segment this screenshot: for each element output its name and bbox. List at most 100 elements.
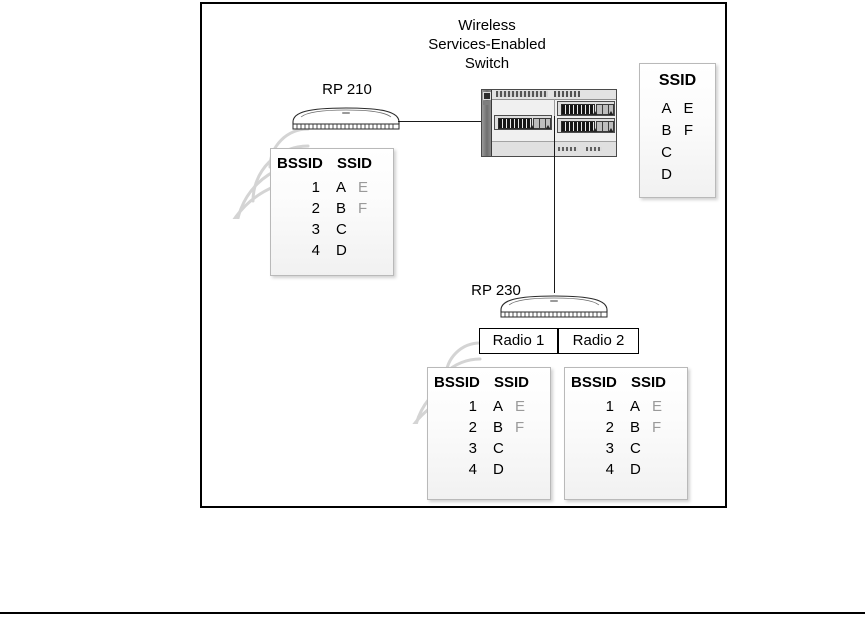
table-row: 3 C (565, 438, 687, 459)
column-header-ssid: SSID (630, 374, 666, 391)
switch-status-led-secondary (483, 101, 489, 105)
switch-ssid-box: SSID A E B F C D (639, 63, 716, 198)
cell-ssid-secondary: E (358, 179, 369, 196)
table-row: 2 B F (428, 417, 550, 438)
ssid-value-left: D (661, 166, 672, 183)
radio-tab-strip: Radio 1 Radio 2 (479, 328, 639, 354)
cell-ssid-secondary: E (652, 398, 663, 415)
switch-uplink-ports (596, 121, 614, 132)
table-row: 4 D (271, 240, 393, 261)
rp230-label: RP 230 (471, 282, 521, 299)
cell-bssid: 1 (468, 398, 477, 415)
table-row: 3 C (271, 219, 393, 240)
table-row: 1 A E (428, 396, 550, 417)
cell-ssid-primary: D (630, 461, 641, 478)
cell-ssid-secondary: F (515, 419, 525, 436)
access-point-icon-rp210 (292, 107, 400, 130)
cell-ssid-primary: A (630, 398, 641, 415)
rp230-radio1-bssid-ssid-table: BSSID SSID 1 A E 2 B F 3 C 4 D (427, 367, 551, 500)
switch-port-module-right-top (557, 101, 615, 116)
rp210-bssid-ssid-table: BSSID SSID 1 A E 2 B F 3 C 4 D (270, 148, 394, 276)
ssid-row: D (640, 164, 715, 186)
radio-tab-1[interactable]: Radio 1 (479, 328, 558, 354)
cell-ssid-secondary: F (652, 419, 662, 436)
switch-port-bank (561, 121, 595, 132)
rp210-label: RP 210 (322, 81, 372, 98)
cell-ssid-primary: C (493, 440, 504, 457)
switch-model-mark (554, 91, 580, 97)
ssid-value-right: E (683, 100, 694, 117)
cell-bssid: 1 (605, 398, 614, 415)
cell-ssid-secondary (358, 240, 390, 261)
diagram-frame: Wireless Services-Enabled Switch RP 210 (200, 2, 727, 508)
cell-ssid-secondary (652, 438, 684, 459)
table-header-row: BSSID SSID (428, 374, 550, 391)
table-row: 2 B F (271, 198, 393, 219)
ssid-row: C (640, 142, 715, 164)
switch-uplink-ports (596, 104, 614, 115)
cell-bssid: 2 (605, 419, 614, 436)
column-header-bssid: BSSID (571, 374, 617, 391)
switch-title-line-1: Wireless (458, 17, 516, 34)
cell-bssid: 4 (468, 461, 477, 478)
switch-indicator-triangle (608, 111, 614, 115)
link-rp210-to-switch (398, 121, 482, 122)
table-header-row: BSSID SSID (271, 155, 393, 172)
link-switch-to-rp230 (554, 116, 555, 293)
access-point-icon-rp230 (500, 295, 608, 318)
switch-indicator-triangle (529, 125, 535, 129)
cell-ssid-primary: A (336, 179, 347, 196)
ssid-value-left: A (661, 100, 672, 117)
cell-ssid-secondary (515, 459, 547, 480)
ssid-value-right: F (683, 122, 694, 139)
cell-bssid: 1 (311, 179, 320, 196)
column-header-bssid: BSSID (434, 374, 480, 391)
cell-bssid: 4 (605, 461, 614, 478)
ssid-box-title: SSID (658, 72, 697, 89)
cell-ssid-primary: C (336, 221, 347, 238)
table-row: 2 B F (565, 417, 687, 438)
cell-bssid: 4 (311, 242, 320, 259)
cell-bssid: 2 (311, 200, 320, 217)
ssid-value-right (678, 164, 700, 186)
switch-port-module-right-bottom (557, 118, 615, 133)
switch-chassis-face (492, 90, 616, 156)
switch-port-bank (561, 104, 595, 115)
ssid-row: B F (640, 120, 715, 142)
switch-footer-mark (586, 147, 602, 151)
cell-ssid-secondary (652, 459, 684, 480)
switch-side-rail (482, 90, 492, 156)
cell-ssid-secondary: F (358, 200, 368, 217)
cell-ssid-primary: D (493, 461, 504, 478)
table-header-row: BSSID SSID (565, 374, 687, 391)
switch-indicator-triangle (608, 128, 614, 132)
switch-indicator-triangle (545, 125, 551, 129)
cell-ssid-primary: D (336, 242, 347, 259)
cell-bssid: 3 (605, 440, 614, 457)
column-header-ssid: SSID (493, 374, 529, 391)
table-row: 1 A E (271, 177, 393, 198)
ssid-row: A E (640, 98, 715, 120)
column-header-bssid: BSSID (277, 155, 323, 172)
switch-port-bank (498, 118, 532, 129)
switch-port-module-left (494, 115, 552, 130)
switch-status-led (483, 92, 491, 100)
table-row: 3 C (428, 438, 550, 459)
ssid-value-left: C (661, 144, 672, 161)
switch-title-line-2: Services-Enabled (428, 36, 546, 53)
cell-ssid-primary: C (630, 440, 641, 457)
cell-ssid-secondary: E (515, 398, 526, 415)
cell-bssid: 3 (311, 221, 320, 238)
cell-ssid-primary: B (630, 419, 641, 436)
ssid-value-left: B (661, 122, 672, 139)
switch-indicator-triangle (592, 128, 598, 132)
cell-ssid-primary: A (493, 398, 504, 415)
radio-tab-2[interactable]: Radio 2 (558, 328, 639, 354)
table-row: 1 A E (565, 396, 687, 417)
rp230-radio2-bssid-ssid-table: BSSID SSID 1 A E 2 B F 3 C 4 D (564, 367, 688, 500)
column-header-ssid: SSID (336, 155, 372, 172)
table-row: 4 D (565, 459, 687, 480)
cell-ssid-secondary (358, 219, 390, 240)
cell-bssid: 3 (468, 440, 477, 457)
ssid-value-right (678, 142, 700, 164)
